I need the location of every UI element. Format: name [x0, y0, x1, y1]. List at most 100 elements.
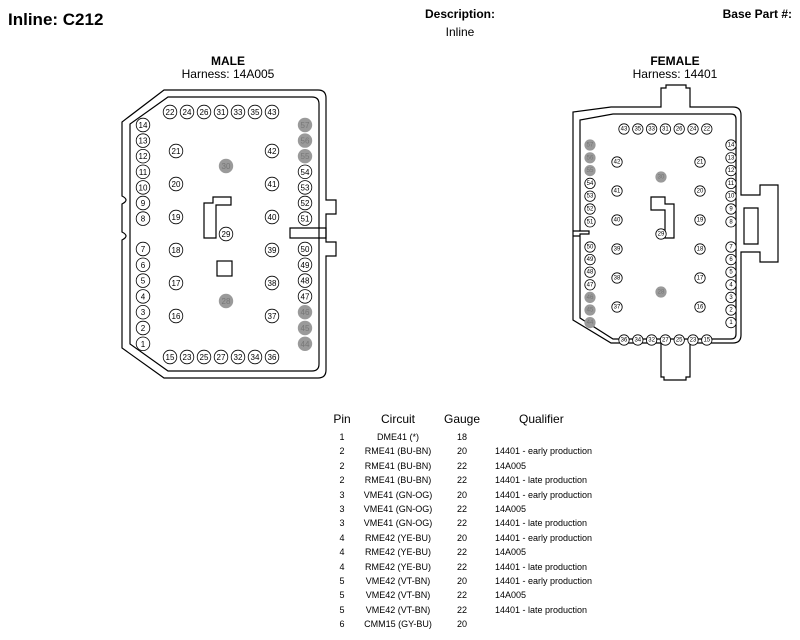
- female-pin-47: 47: [584, 279, 596, 291]
- cell-gauge: 22: [456, 475, 467, 486]
- pin-circle: [659, 123, 672, 135]
- male-pin-5: 5: [135, 273, 151, 288]
- female-pin-24: 24: [687, 123, 699, 135]
- pin-number: 40: [268, 213, 277, 222]
- male-pin-41: 41: [264, 176, 280, 192]
- female-pin-45: 45: [584, 304, 596, 316]
- pin-number: 46: [587, 295, 594, 301]
- female-pin-44: 44: [584, 316, 596, 329]
- pin-circle: [584, 177, 596, 189]
- female-pin-38: 38: [611, 272, 623, 284]
- female-pin-56: 56: [584, 152, 596, 164]
- pin-circle: [725, 177, 737, 189]
- pin-circle: [135, 117, 151, 133]
- pin-number: 31: [662, 127, 669, 133]
- cell-gauge: 22: [456, 561, 467, 572]
- female-pin-13: 13: [725, 152, 737, 164]
- female-pin-51: 51: [584, 216, 596, 228]
- pin-number: 2: [729, 308, 733, 314]
- pin-circle: [584, 279, 596, 291]
- pin-circle: [584, 216, 596, 228]
- pin-number: 56: [587, 155, 594, 161]
- pin-number: 15: [703, 338, 710, 344]
- pin-number: 27: [217, 353, 226, 362]
- pin-number: 35: [634, 127, 641, 133]
- col-header-gauge: Gauge: [443, 412, 481, 426]
- cell-qualifier: 14A005: [495, 460, 527, 471]
- pin-number: 29: [222, 230, 231, 239]
- pin-number: 9: [729, 207, 733, 213]
- pin-number: 31: [217, 108, 226, 117]
- female-pin-18: 18: [694, 243, 706, 255]
- male-pin-13: 13: [135, 133, 151, 148]
- cell-gauge: 20: [456, 532, 467, 543]
- female-pin-48: 48: [584, 266, 596, 278]
- pin-circle: [645, 334, 658, 346]
- pin-circle: [611, 185, 623, 197]
- cell-gauge: 18: [456, 432, 467, 442]
- male-pin-39: 39: [264, 242, 280, 258]
- male-pin-31: 31: [213, 104, 229, 120]
- pin-circle: [218, 158, 234, 174]
- male-pin-17: 17: [168, 275, 184, 291]
- male-pin-53: 53: [297, 180, 313, 195]
- cell-pin: 4: [339, 547, 345, 558]
- male-pin-24: 24: [179, 104, 195, 120]
- cell-circuit: VME41 (GN-OG): [363, 504, 433, 515]
- female-pin-31: 31: [659, 123, 672, 135]
- pin-circle: [584, 241, 596, 253]
- cell-gauge: 20: [456, 576, 467, 587]
- pin-number: 45: [587, 308, 594, 314]
- female-label: FEMALE: [650, 54, 700, 68]
- pin-number: 1: [141, 340, 146, 349]
- pin-circle: [655, 171, 667, 183]
- pin-number: 29: [658, 232, 665, 238]
- pin-circle: [135, 336, 151, 352]
- pin-number: 25: [200, 353, 209, 362]
- pin-number: 22: [703, 127, 710, 133]
- pin-circle: [725, 203, 737, 215]
- pin-number: 19: [172, 213, 181, 222]
- pin-circle: [694, 214, 706, 226]
- pin-number: 46: [301, 308, 310, 317]
- col-header-circuit: Circuit: [380, 412, 415, 426]
- cell-pin: 5: [339, 604, 345, 615]
- pin-circle: [264, 209, 280, 225]
- cell-circuit: CMM15 (GY-BU): [364, 619, 432, 630]
- pin-circle: [135, 148, 151, 164]
- pin-circle: [297, 195, 313, 211]
- female-pin-1: 1: [725, 316, 737, 329]
- pin-circle: [168, 209, 184, 225]
- cell-qualifier: 14A005: [495, 590, 527, 601]
- pin-circle: [297, 164, 313, 180]
- female-pin-49: 49: [584, 254, 596, 266]
- pin-circle: [611, 156, 623, 168]
- pin-circle: [584, 291, 596, 303]
- pin-number: 36: [268, 353, 277, 362]
- female-pin-42: 42: [611, 156, 623, 168]
- male-pin-40: 40: [264, 209, 280, 225]
- page-title: Inline: C212: [8, 10, 104, 29]
- pin-number: 6: [729, 257, 733, 263]
- female-pin-46: 46: [584, 291, 596, 303]
- pin-number: 33: [648, 127, 655, 133]
- pin-circle: [135, 257, 151, 273]
- pin-circle: [687, 123, 699, 135]
- cell-pin: 2: [339, 446, 345, 457]
- pin-number: 22: [166, 108, 175, 117]
- male-label: MALE: [211, 54, 245, 68]
- pin-number: 1: [729, 320, 733, 326]
- female-pin-32: 32: [645, 334, 658, 346]
- male-pin-42: 42: [264, 143, 280, 159]
- male-pin-54: 54: [297, 164, 313, 180]
- female-pin-22: 22: [701, 123, 713, 135]
- pin-circle: [264, 308, 280, 324]
- pin-number: 25: [676, 338, 683, 344]
- pin-circle: [135, 273, 151, 288]
- male-pin-25: 25: [196, 349, 212, 365]
- pin-number: 7: [729, 245, 733, 251]
- pin-circle: [179, 349, 195, 365]
- pin-number: 50: [587, 245, 594, 251]
